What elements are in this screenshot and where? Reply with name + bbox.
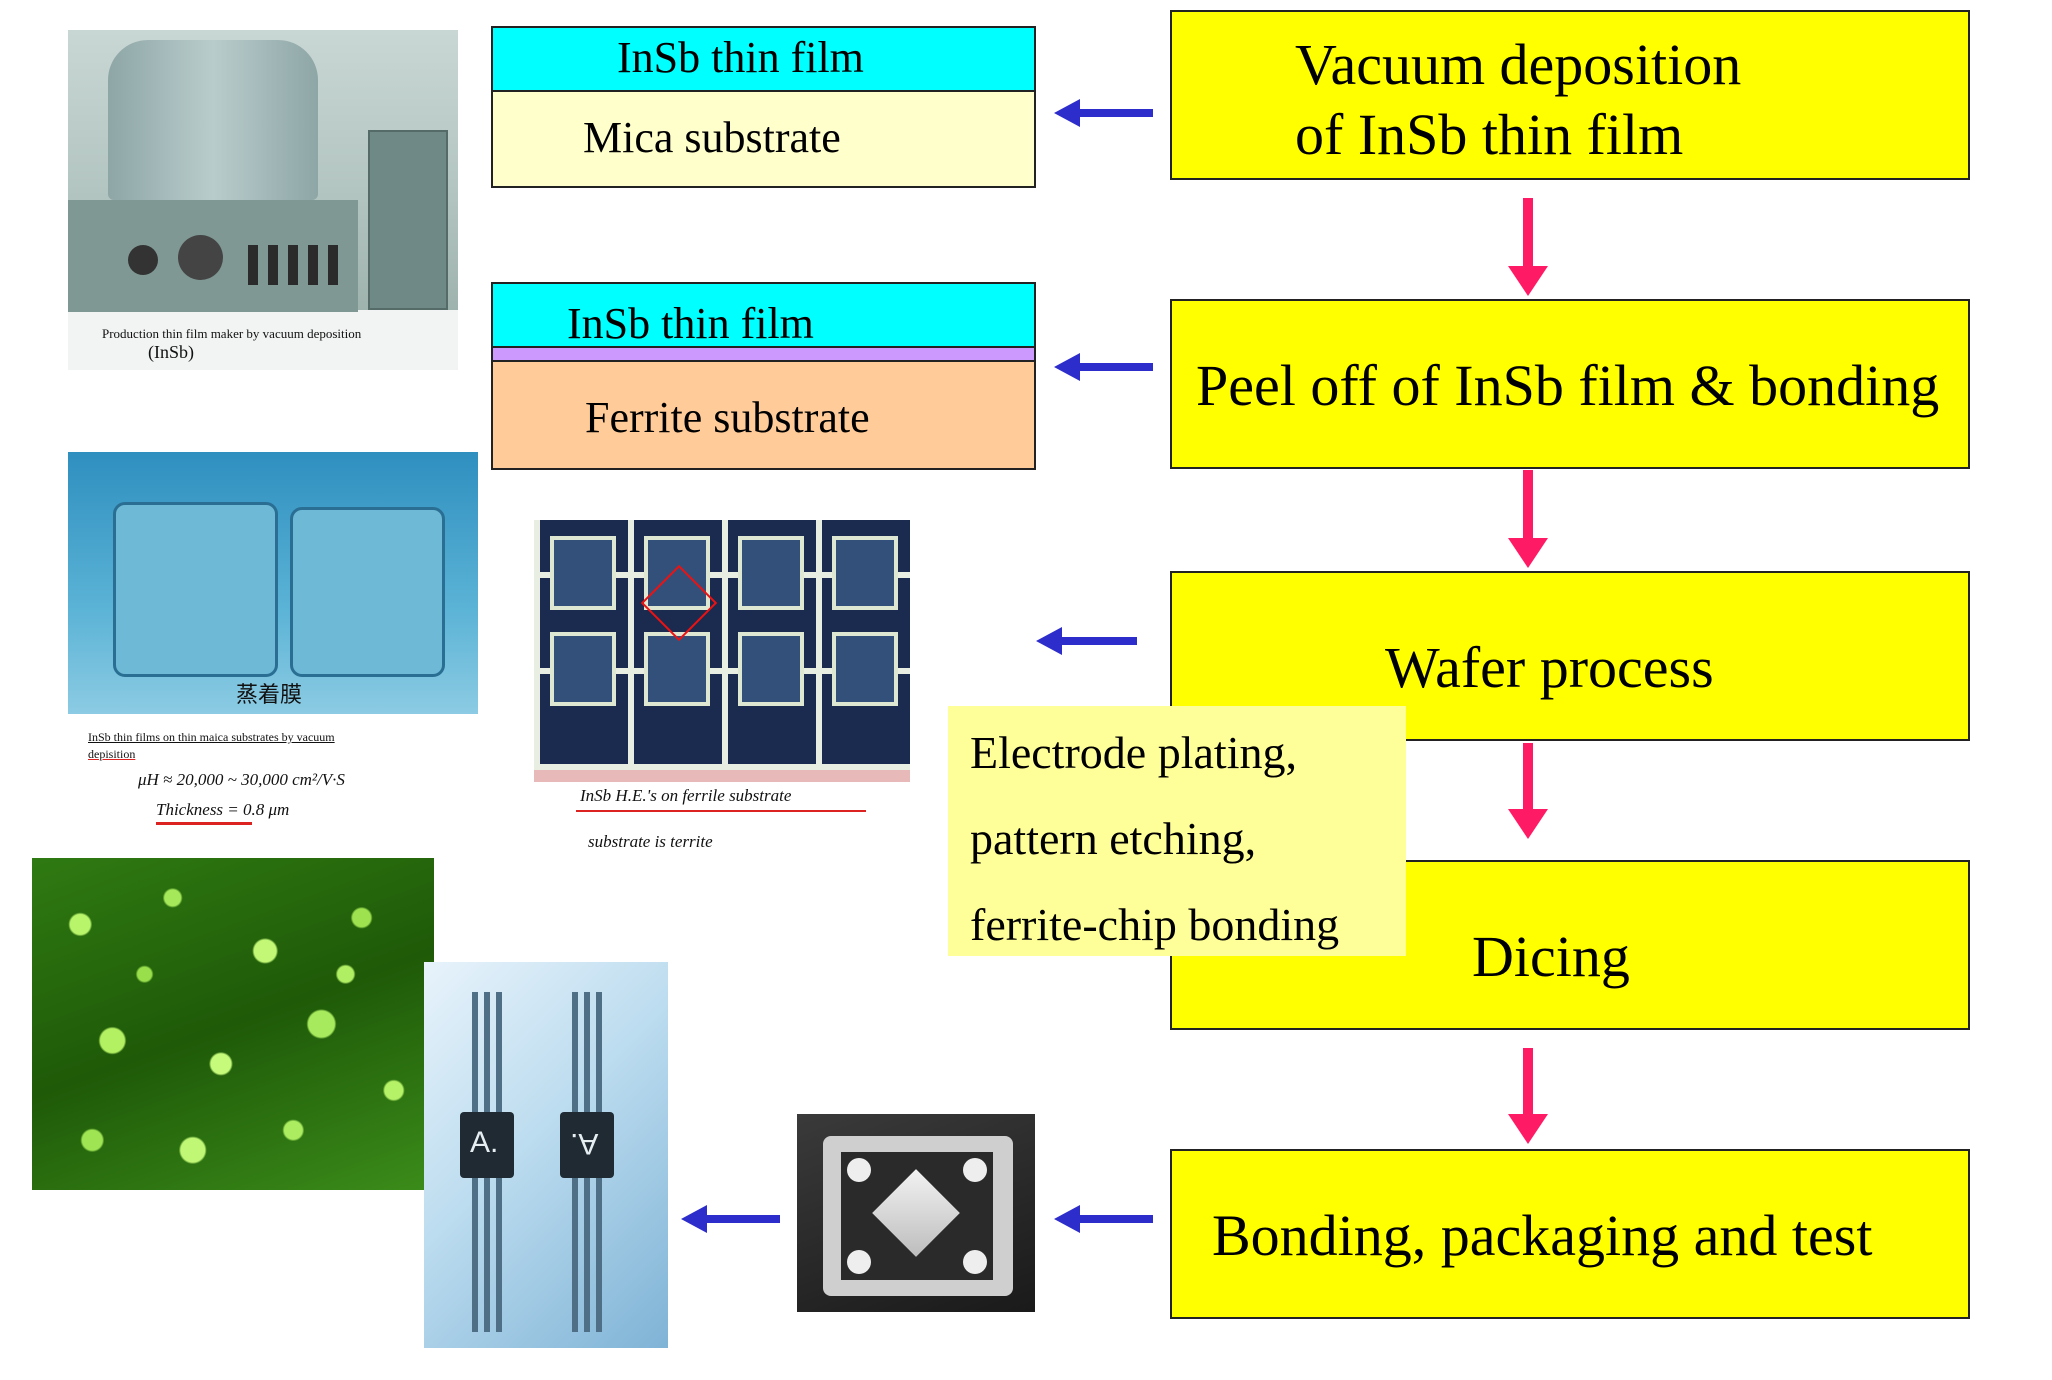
ferrite-insb-layer: InSb thin film bbox=[491, 282, 1036, 348]
photo-bonded-die bbox=[797, 1114, 1035, 1312]
photo-deposition-machine: Production thin film maker by vacuum dep… bbox=[68, 30, 458, 370]
step-vacuum-line1: Vacuum deposition bbox=[1295, 32, 1742, 97]
output-arrow-peel bbox=[1054, 353, 1153, 381]
film-thickness: Thickness = 0.8 μm bbox=[156, 800, 290, 819]
flow-arrow-2 bbox=[1508, 470, 1548, 568]
output-arrow-vacuum bbox=[1054, 99, 1153, 127]
step-wafer-label: Wafer process bbox=[1385, 635, 1714, 700]
step-peel-off-bonding: Peel off of InSb film & bonding bbox=[1170, 299, 1970, 469]
machine-subcaption: (InSb) bbox=[148, 342, 194, 362]
photo-green-micrograph bbox=[32, 858, 434, 1190]
pattern-subcaption: substrate is territe bbox=[588, 832, 713, 851]
chip-right-label: A. bbox=[570, 1127, 599, 1160]
photo-packaged-chips: A. A. bbox=[424, 962, 668, 1348]
mica-substrate-label: Mica substrate bbox=[583, 113, 841, 162]
step-peel-label: Peel off of InSb film & bonding bbox=[1196, 353, 1940, 418]
flow-arrow-4 bbox=[1508, 1048, 1548, 1144]
step-bonding-packaging-test: Bonding, packaging and test bbox=[1170, 1149, 1970, 1319]
step-dicing: Dicing bbox=[1170, 860, 1970, 1030]
film-mobility: μH ≈ 20,000 ~ 30,000 cm²/V·S bbox=[138, 770, 345, 789]
step-vacuum-deposition: Vacuum deposition of InSb thin film bbox=[1170, 10, 1970, 180]
wafer-process-note: Electrode plating, pattern etching, ferr… bbox=[948, 706, 1406, 956]
note-line3: ferrite-chip bonding bbox=[970, 899, 1340, 950]
note-line2: pattern etching, bbox=[970, 813, 1257, 864]
output-arrow-chip bbox=[681, 1205, 780, 1233]
photo-insb-films-mica: 蒸着膜 InSb thin films on thin maica substr… bbox=[68, 452, 478, 832]
chip-left-label: A. bbox=[470, 1126, 499, 1159]
mica-substrate-layer: Mica substrate bbox=[491, 90, 1036, 188]
film-kanji-label: 蒸着膜 bbox=[236, 682, 303, 707]
step-bonding-label: Bonding, packaging and test bbox=[1212, 1203, 1873, 1268]
note-line1: Electrode plating, bbox=[970, 727, 1297, 778]
output-arrow-bonding bbox=[1054, 1205, 1153, 1233]
flow-arrow-3 bbox=[1508, 743, 1548, 839]
output-arrow-wafer bbox=[1036, 627, 1137, 655]
film-caption-line1: InSb thin films on thin maica substrates… bbox=[88, 730, 335, 744]
step-vacuum-line2: of InSb thin film bbox=[1295, 102, 1684, 167]
ferrite-insb-label: InSb thin film bbox=[567, 299, 814, 348]
flow-arrow-1 bbox=[1508, 198, 1548, 296]
film-caption-line2: depisition bbox=[88, 747, 136, 761]
ferrite-substrate-label: Ferrite substrate bbox=[585, 393, 870, 442]
photo-hall-element-pattern: InSb H.E.'s on ferrile substrate substra… bbox=[526, 520, 916, 878]
pattern-caption: InSb H.E.'s on ferrile substrate bbox=[580, 786, 792, 805]
step-dicing-label: Dicing bbox=[1472, 924, 1630, 989]
mica-insb-layer: InSb thin film bbox=[491, 26, 1036, 92]
mica-insb-label: InSb thin film bbox=[617, 33, 864, 82]
ferrite-substrate-layer: Ferrite substrate bbox=[491, 360, 1036, 470]
machine-caption: Production thin film maker by vacuum dep… bbox=[102, 326, 362, 341]
